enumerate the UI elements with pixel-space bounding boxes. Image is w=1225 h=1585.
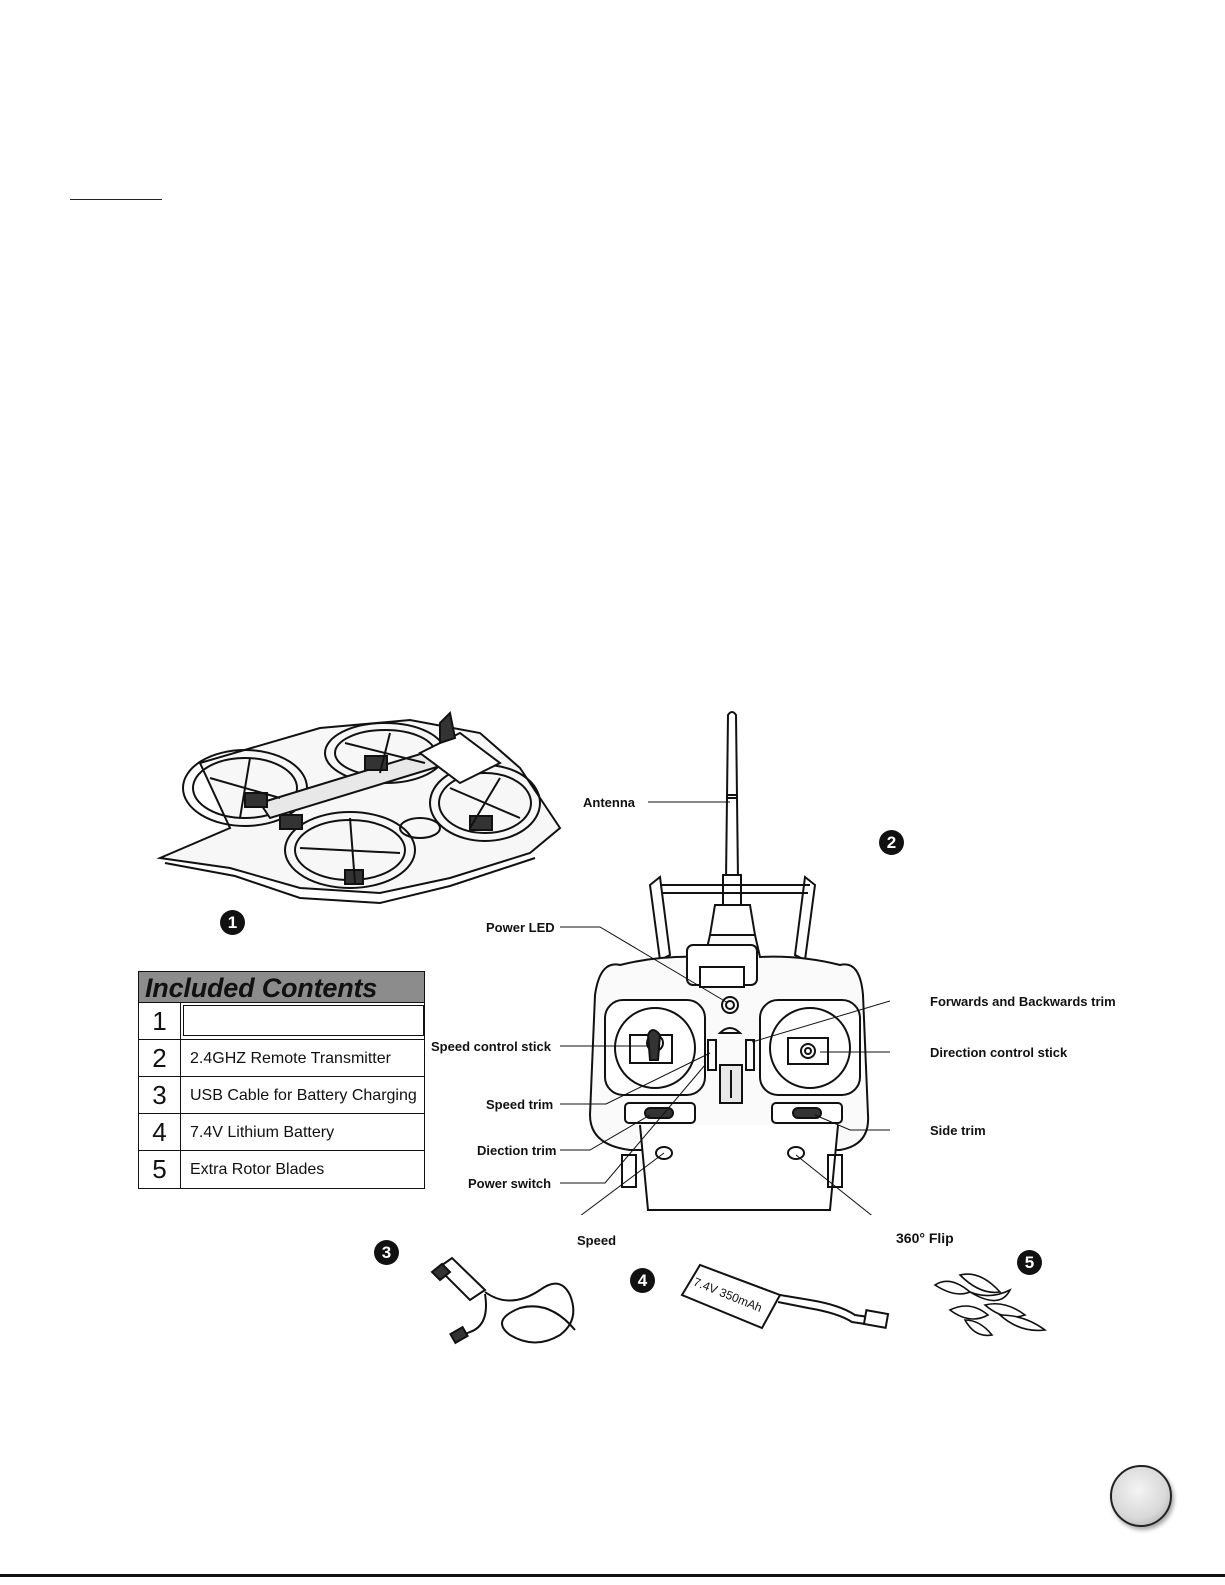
- row-number: 4: [139, 1114, 181, 1150]
- callout-speed-control-stick: Speed control stick: [431, 1039, 551, 1054]
- callout-direction-trim: Diection trim: [477, 1143, 557, 1158]
- row-number: 1: [139, 1003, 181, 1039]
- callout-speed-trim: Speed trim: [486, 1097, 554, 1112]
- callout-power-switch: Power switch: [468, 1176, 552, 1191]
- callout-forwards-backwards-trim: Forwards and Backwards trim: [930, 994, 1116, 1009]
- row-number: 5: [139, 1151, 181, 1188]
- callout-speed: Speed: [577, 1233, 617, 1248]
- callout-side-trim: Side trim: [930, 1123, 986, 1138]
- row-label: Extra Rotor Blades: [190, 1161, 325, 1178]
- row-number: 3: [139, 1077, 181, 1113]
- remote-transmitter-illustration-icon: [560, 711, 890, 1215]
- figure-number-3: 3: [374, 1240, 399, 1265]
- battery-illustration-icon: 7.4V 350mAh: [680, 1263, 890, 1330]
- usb-cable-illustration-icon: [430, 1256, 576, 1345]
- callout-flip: 360° Flip: [896, 1230, 954, 1246]
- table-row: 1: [139, 1003, 424, 1040]
- row-label: [183, 1005, 424, 1036]
- row-label: 7.4V Lithium Battery: [190, 1124, 335, 1141]
- rotor-blades-illustration-icon: [933, 1273, 1048, 1337]
- callout-direction-control-stick: Direction control stick: [930, 1045, 1068, 1060]
- footer-rule: [0, 1574, 1225, 1577]
- table-row: 2 2.4GHZ Remote Transmitter: [139, 1040, 424, 1077]
- included-contents-table: Included Contents 1 2 2.4GHZ Remote Tran…: [138, 971, 425, 1189]
- table-row: 5 Extra Rotor Blades: [139, 1151, 424, 1188]
- callout-power-led: Power LED: [486, 920, 555, 935]
- row-label: 2.4GHZ Remote Transmitter: [190, 1050, 391, 1067]
- figure-number-5: 5: [1017, 1250, 1042, 1275]
- row-label: USB Cable for Battery Charging: [190, 1087, 417, 1104]
- figure-number-4: 4: [630, 1268, 655, 1293]
- drone-illustration-icon: [156, 710, 562, 905]
- figure-number-2: 2: [879, 830, 904, 855]
- callout-antenna: Antenna: [583, 795, 635, 810]
- table-row: 4 7.4V Lithium Battery: [139, 1114, 424, 1151]
- figure-number-1: 1: [220, 910, 245, 935]
- table-title: Included Contents: [139, 972, 424, 1003]
- heading-underline: [70, 199, 162, 200]
- page-number-badge: [1110, 1465, 1172, 1527]
- table-row: 3 USB Cable for Battery Charging: [139, 1077, 424, 1114]
- row-number: 2: [139, 1040, 181, 1076]
